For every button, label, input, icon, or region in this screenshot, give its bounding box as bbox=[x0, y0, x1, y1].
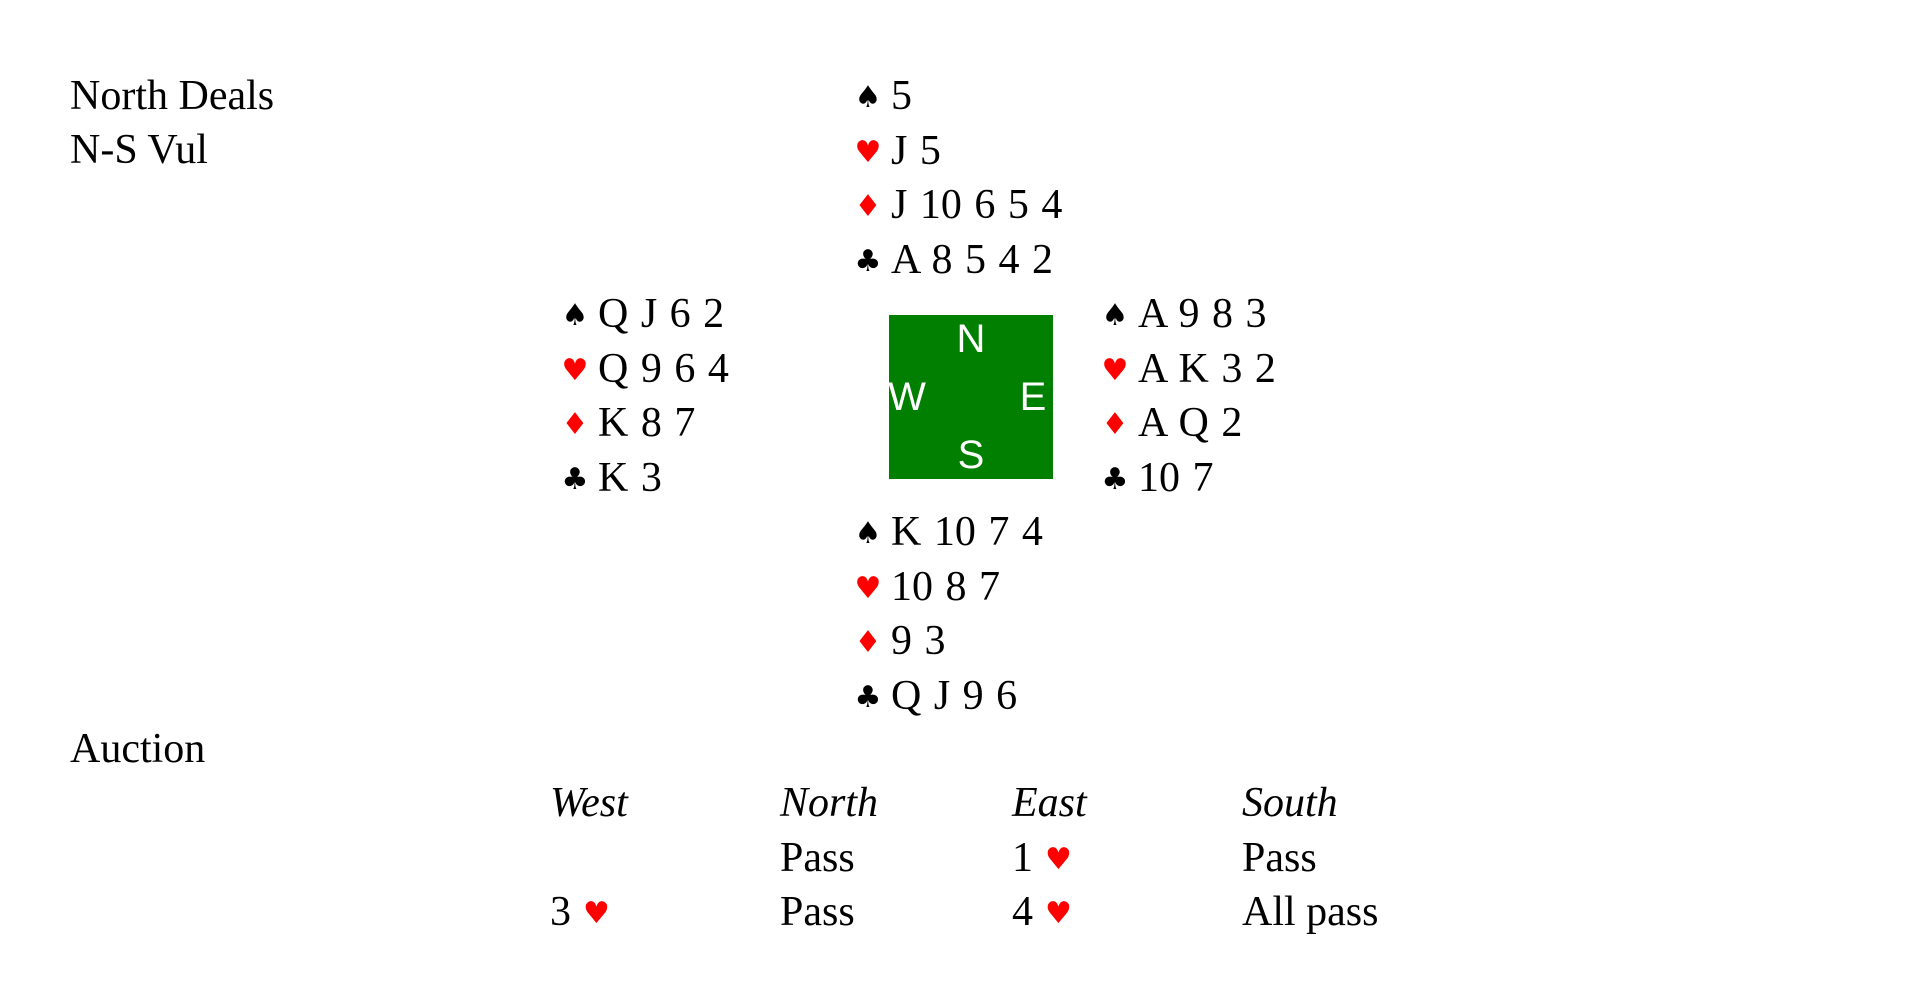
west-clubs-line: ♣ K 3 bbox=[552, 451, 729, 506]
north-clubs-line: ♣ A 8 5 4 2 bbox=[845, 233, 1062, 288]
auction-header-south: South bbox=[1242, 780, 1338, 826]
auction-bid: Pass bbox=[780, 885, 878, 940]
east-spades-cards: A 9 8 3 bbox=[1138, 291, 1267, 337]
bid-level: Pass bbox=[1242, 834, 1317, 881]
west-hearts-line: ♥ Q 9 6 4 bbox=[552, 342, 729, 397]
hand-north: ♠ 5 ♥ J 5 ♦ J 10 6 5 4 ♣ A 8 5 4 2 bbox=[845, 69, 1063, 288]
auction-column-north: North Pass Pass bbox=[780, 776, 878, 940]
north-spades-line: ♠ 5 bbox=[845, 69, 1062, 124]
east-spades-line: ♠ A 9 8 3 bbox=[1092, 287, 1276, 342]
west-spades-line: ♠ Q J 6 2 bbox=[552, 287, 729, 342]
vulnerability-label: N-S Vul bbox=[70, 127, 208, 173]
bid-level: 1 bbox=[1012, 834, 1033, 881]
auction-column-south: South Pass All pass bbox=[1242, 776, 1391, 940]
west-hearts-cards: Q 9 6 4 bbox=[598, 345, 729, 392]
heart-icon: ♥ bbox=[1045, 841, 1072, 877]
west-diamonds-cards: K 8 7 bbox=[598, 400, 696, 446]
east-clubs-cards: 10 7 bbox=[1138, 454, 1214, 501]
auction-bid: 1 ♥ bbox=[1012, 831, 1087, 886]
west-clubs-cards: K 3 bbox=[598, 454, 662, 501]
heart-icon: ♥ bbox=[1101, 352, 1129, 388]
diamond-icon: ♦ bbox=[854, 189, 882, 224]
compass-west-label: W bbox=[888, 375, 926, 419]
auction-header-north: North bbox=[780, 780, 879, 826]
diamond-icon: ♦ bbox=[1101, 407, 1129, 442]
compass-north-label: N bbox=[956, 317, 986, 361]
diamond-icon: ♦ bbox=[854, 625, 882, 660]
hand-south: ♠ K 10 7 4 ♥ 10 8 7 ♦ 9 3 ♣ Q J 9 6 bbox=[845, 505, 1043, 723]
auction-column-west: West 3 ♥ bbox=[550, 776, 628, 940]
spade-icon: ♠ bbox=[561, 298, 589, 333]
heart-icon: ♥ bbox=[854, 570, 882, 606]
auction-column-east: East 1 ♥ 4 ♥ bbox=[1012, 776, 1087, 940]
compass-table: N W E S bbox=[888, 315, 1053, 479]
south-spades-cards: K 10 7 4 bbox=[891, 509, 1043, 555]
east-diamonds-cards: A Q 2 bbox=[1138, 400, 1243, 446]
compass-south-label: S bbox=[957, 433, 985, 477]
spade-icon: ♠ bbox=[854, 80, 882, 115]
west-spades-cards: Q J 6 2 bbox=[598, 291, 725, 337]
bid-level: All pass bbox=[1242, 889, 1379, 935]
bid-level: 4 bbox=[1012, 889, 1033, 935]
diamond-icon: ♦ bbox=[561, 407, 589, 442]
auction-bid: Pass bbox=[1242, 831, 1391, 886]
deal-info: North Deals N-S Vul bbox=[70, 69, 274, 177]
heart-icon: ♥ bbox=[583, 896, 610, 931]
auction-bid: 3 ♥ bbox=[550, 885, 628, 940]
hand-west: ♠ Q J 6 2 ♥ Q 9 6 4 ♦ K 8 7 ♣ K 3 bbox=[552, 287, 729, 505]
compass-east-label: E bbox=[1019, 375, 1047, 419]
north-diamonds-line: ♦ J 10 6 5 4 bbox=[845, 178, 1063, 233]
east-hearts-line: ♥ A K 3 2 bbox=[1092, 342, 1276, 397]
auction-header-east: East bbox=[1012, 780, 1087, 826]
dealer-label: North Deals bbox=[70, 73, 275, 119]
south-clubs-line: ♣ Q J 9 6 bbox=[845, 669, 1043, 724]
hand-east: ♠ A 9 8 3 ♥ A K 3 2 ♦ A Q 2 ♣ 10 7 bbox=[1092, 287, 1276, 505]
bid-level: Pass bbox=[780, 834, 855, 881]
club-icon: ♣ bbox=[854, 679, 882, 715]
north-hearts-line: ♥ J 5 bbox=[845, 124, 1062, 179]
club-icon: ♣ bbox=[561, 461, 589, 497]
south-hearts-cards: 10 8 7 bbox=[891, 563, 1000, 610]
auction-bid: Pass bbox=[780, 831, 878, 886]
spade-icon: ♠ bbox=[1101, 298, 1129, 333]
south-diamonds-line: ♦ 9 3 bbox=[845, 614, 1043, 669]
heart-icon: ♥ bbox=[1045, 896, 1072, 931]
spade-icon: ♠ bbox=[854, 516, 882, 551]
east-hearts-cards: A K 3 2 bbox=[1138, 345, 1276, 392]
auction-bid: 4 ♥ bbox=[1012, 885, 1087, 940]
auction-bid: All pass bbox=[1242, 885, 1391, 940]
south-diamonds-cards: 9 3 bbox=[891, 618, 946, 664]
heart-icon: ♥ bbox=[854, 134, 882, 170]
auction-title: Auction bbox=[70, 726, 206, 772]
north-clubs-cards: A 8 5 4 2 bbox=[891, 236, 1054, 283]
south-spades-line: ♠ K 10 7 4 bbox=[845, 505, 1043, 560]
club-icon: ♣ bbox=[1101, 461, 1129, 497]
bid-level: 3 bbox=[550, 889, 571, 935]
east-diamonds-line: ♦ A Q 2 bbox=[1092, 396, 1276, 451]
south-clubs-cards: Q J 9 6 bbox=[891, 672, 1018, 719]
auction-bid bbox=[550, 831, 628, 886]
north-spades-cards: 5 bbox=[891, 73, 912, 119]
north-diamonds-cards: J 10 6 5 4 bbox=[891, 182, 1063, 228]
bid-level: Pass bbox=[780, 889, 855, 935]
club-icon: ♣ bbox=[854, 243, 882, 279]
auction-header-west: West bbox=[550, 780, 628, 826]
heart-icon: ♥ bbox=[561, 352, 589, 388]
west-diamonds-line: ♦ K 8 7 bbox=[552, 396, 729, 451]
north-hearts-cards: J 5 bbox=[891, 127, 941, 174]
east-clubs-line: ♣ 10 7 bbox=[1092, 451, 1276, 506]
south-hearts-line: ♥ 10 8 7 bbox=[845, 560, 1043, 615]
